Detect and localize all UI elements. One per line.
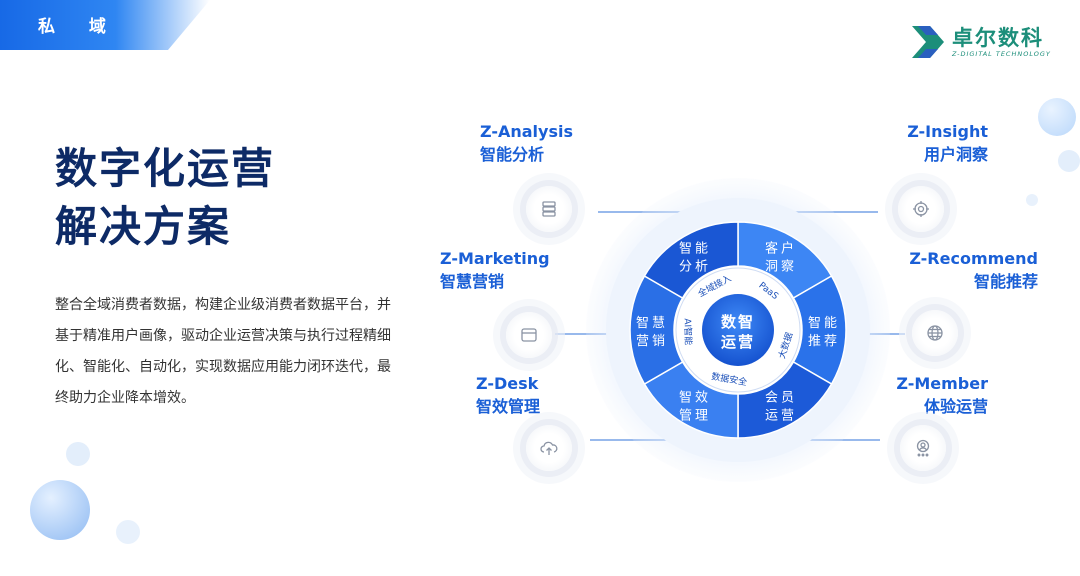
module-label: 智能分析 [480, 145, 545, 164]
wheel-inner-ring-border [675, 267, 801, 393]
module-label: 智慧营销 [440, 272, 505, 291]
wheel-ring-label: 数据安全 [711, 370, 749, 388]
module-name: Z-Recommend [909, 249, 1038, 268]
module-z-desk: Z-Desk 智效管理 [476, 372, 540, 418]
module-name: Z-Insight [907, 122, 988, 141]
wheel-segment-label: 推荐 [808, 334, 840, 349]
wheel-halo [586, 178, 890, 482]
database-icon [542, 201, 556, 217]
wheel-core [702, 294, 774, 366]
logo-subtitle: Z-DIGITAL TECHNOLOGY [952, 50, 1051, 58]
wheel-segment-label: 客户 [765, 241, 797, 257]
wheel-ring-label: 全域接入 [696, 272, 733, 300]
wheel-core-line1: 数智 [721, 313, 755, 331]
wheel-halo-inner [606, 198, 870, 462]
marketing-icon-circle [506, 312, 552, 358]
wheel-segment-label: 运营 [765, 408, 797, 423]
module-z-recommend: Z-Recommend 智能推荐 [900, 247, 1038, 293]
decor-bubble [1058, 150, 1080, 172]
globe-icon [927, 325, 943, 341]
wheel-ring-label: PaaS [757, 281, 781, 302]
module-name: Z-Marketing [440, 249, 550, 268]
module-z-analysis: Z-Analysis 智能分析 [480, 120, 573, 166]
wheel-segment-label: 智能 [808, 316, 840, 331]
decor-bubble [1026, 194, 1038, 206]
module-name: Z-Desk [476, 374, 539, 393]
connector-lines [555, 211, 905, 441]
wheel-segment [643, 221, 739, 300]
decor-bubble [1038, 98, 1076, 136]
wheel-segment [737, 221, 833, 300]
company-logo: 卓尔数科 Z-DIGITAL TECHNOLOGY [908, 20, 1068, 64]
module-label: 用户洞察 [923, 145, 988, 164]
module-label: 智能推荐 [973, 272, 1038, 291]
wheel-segment-label: 智能 [679, 242, 711, 257]
page-title-line2: 解决方案 [55, 202, 232, 251]
page-title-line1: 数字化运营 [55, 144, 276, 193]
page-title: 数字化运营 解决方案 [55, 140, 275, 256]
wheel-segment [629, 274, 684, 386]
wheel-inner-ring [674, 266, 802, 394]
wheel-ring-label: 大数据 [776, 331, 796, 360]
section-tag [0, 0, 210, 50]
module-name: Z-Analysis [480, 122, 573, 141]
wheel-segment-label: 管理 [679, 408, 711, 423]
logo-name: 卓尔数科 [952, 26, 1044, 50]
wheel-segment-label: 营销 [636, 334, 668, 349]
section-tag-text: 私 域 [38, 17, 120, 37]
desk-icon-circle [526, 425, 572, 471]
recommend-icon-circle [912, 310, 958, 356]
module-z-member: Z-Member 体验运营 [880, 372, 988, 418]
page-description: 整合全域消费者数据，构建企业级消费者数据平台，并基于精准用户画像，驱动企业运营决… [55, 297, 391, 406]
cloud-upload-icon [540, 441, 558, 455]
decor-bubble [116, 520, 140, 544]
wheel-segment-label: 会员 [765, 390, 797, 405]
target-icon [913, 201, 929, 217]
analysis-icon-circle [526, 186, 572, 232]
module-label: 体验运营 [923, 397, 988, 416]
wheel-ring-label: AI智能 [682, 318, 695, 345]
wheel-segment [792, 274, 847, 386]
wheel-segment [737, 360, 833, 439]
wheel-segment-label: 智慧 [636, 315, 668, 331]
member-icon-circle [900, 425, 946, 471]
wheel-segment [643, 360, 739, 439]
logo-mark-icon [912, 26, 944, 58]
wheel-segment-label: 智效 [679, 390, 711, 405]
module-z-marketing: Z-Marketing 智慧营销 [440, 247, 550, 293]
window-icon [521, 328, 537, 342]
module-name: Z-Member [896, 374, 988, 393]
insight-icon-circle [898, 186, 944, 232]
wheel-core-line2: 运营 [721, 333, 755, 351]
wheel-segment-label: 洞察 [765, 260, 797, 275]
module-label: 智效管理 [476, 397, 541, 416]
wheel-segment-label: 分析 [679, 260, 711, 275]
module-z-insight: Z-Insight 用户洞察 [880, 120, 988, 166]
user-icon [916, 439, 930, 457]
decor-bubble [30, 480, 90, 540]
decor-bubble [66, 442, 90, 466]
